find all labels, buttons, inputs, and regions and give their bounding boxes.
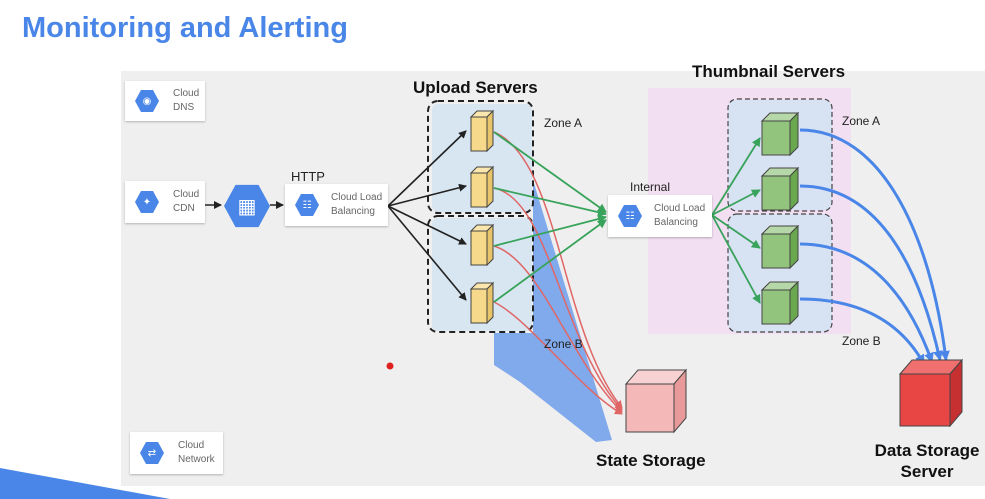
slide-title: Monitoring and Alerting	[22, 12, 348, 44]
cloud-cdn-label-1: Cloud	[173, 189, 200, 200]
upload-zone-b-box	[432, 218, 532, 331]
load-balancer-icon: ☷	[618, 204, 642, 228]
arrow-lb-to-upload-2	[387, 183, 467, 207]
thumbnail-servers-title: Thumbnail Servers	[692, 62, 846, 81]
arrow-upload-1-to-internal-lb	[493, 131, 607, 213]
data-storage-cube	[898, 358, 964, 428]
arrow-thumb-4-to-data	[799, 297, 926, 365]
upload-zone-a-box	[432, 104, 532, 212]
cloud-network-label-1: Cloud	[178, 440, 205, 451]
cloud-dns-label-1: Cloud	[173, 88, 200, 99]
arrow-upload-2-to-internal-lb	[493, 187, 607, 217]
thumbnail-server-1	[760, 111, 800, 157]
thumbnail-server-3	[760, 224, 800, 270]
arrow-thumb-2-to-data	[799, 184, 943, 361]
upload-zone-a-label: Zone A	[544, 116, 583, 130]
arrow-internal-lb-to-thumb-3	[711, 214, 761, 249]
arrow-upload-1-to-state	[493, 131, 623, 409]
cloud-network-label-2: Network	[178, 454, 215, 465]
arrow-lb-to-upload-3	[387, 205, 467, 245]
thumbnail-zone-b-label: Zone B	[842, 334, 881, 348]
cdn-icon: ✦	[135, 190, 159, 214]
data-storage-label-1: Data Storage	[874, 441, 980, 460]
upload-server-3	[469, 223, 495, 267]
thumbnail-zone-b-outline	[727, 213, 833, 333]
arrow-upload-4-to-state	[493, 301, 623, 415]
http-lb-label-1: Cloud Load	[331, 192, 383, 203]
data-storage-label: Data Storage Server	[871, 440, 983, 482]
http-lb-label-2: Balancing	[331, 206, 375, 217]
upload-zone-b-label: Zone B	[544, 337, 583, 351]
state-storage-label: State Storage	[596, 451, 706, 470]
thumbnail-zone-a-label: Zone A	[842, 114, 881, 128]
arrow-upload-3-to-internal-lb	[493, 214, 607, 247]
state-storage-cube	[624, 368, 688, 434]
arrow-internal-lb-to-thumb-4	[711, 214, 761, 304]
arrow-lb-to-upload-4	[387, 205, 467, 301]
arrow-lb-to-upload-1	[387, 130, 467, 207]
load-balancer-icon: ☷	[295, 193, 319, 217]
internal-lb-label-2: Balancing	[654, 217, 698, 228]
upload-server-1	[469, 109, 495, 153]
dns-icon: ◉	[135, 89, 159, 113]
http-label: HTTP	[291, 169, 325, 184]
arrow-thumb-1-to-data	[799, 128, 950, 361]
upload-server-2	[469, 165, 495, 209]
thumbnail-zone-a-outline	[727, 98, 833, 212]
cloud-cdn-label-2: CDN	[173, 203, 195, 214]
data-storage-label-2: Server	[900, 462, 954, 481]
cloud-dns-label-2: DNS	[173, 102, 195, 113]
arrow-upload-2-to-state	[493, 187, 623, 411]
arrow-upload-4-to-internal-lb	[493, 219, 607, 303]
upload-zone-b-outline	[427, 215, 534, 333]
thumbnail-server-2	[760, 166, 800, 212]
internal-label: Internal	[630, 180, 671, 194]
upload-servers-title: Upload Servers	[413, 78, 538, 97]
upload-zone-a-outline	[427, 100, 534, 214]
arrow-upload-3-to-state	[493, 245, 623, 413]
upload-server-4	[469, 281, 495, 325]
thumbnail-server-4	[760, 280, 800, 326]
internal-lb-label-1: Cloud Load	[654, 203, 706, 214]
arrow-internal-lb-to-thumb-2	[711, 189, 761, 216]
arrow-thumb-3-to-data	[799, 242, 934, 363]
pointer-dot	[386, 362, 394, 370]
arrow-internal-lb-to-thumb-1	[711, 137, 761, 216]
network-icon: ⇄	[140, 441, 164, 465]
